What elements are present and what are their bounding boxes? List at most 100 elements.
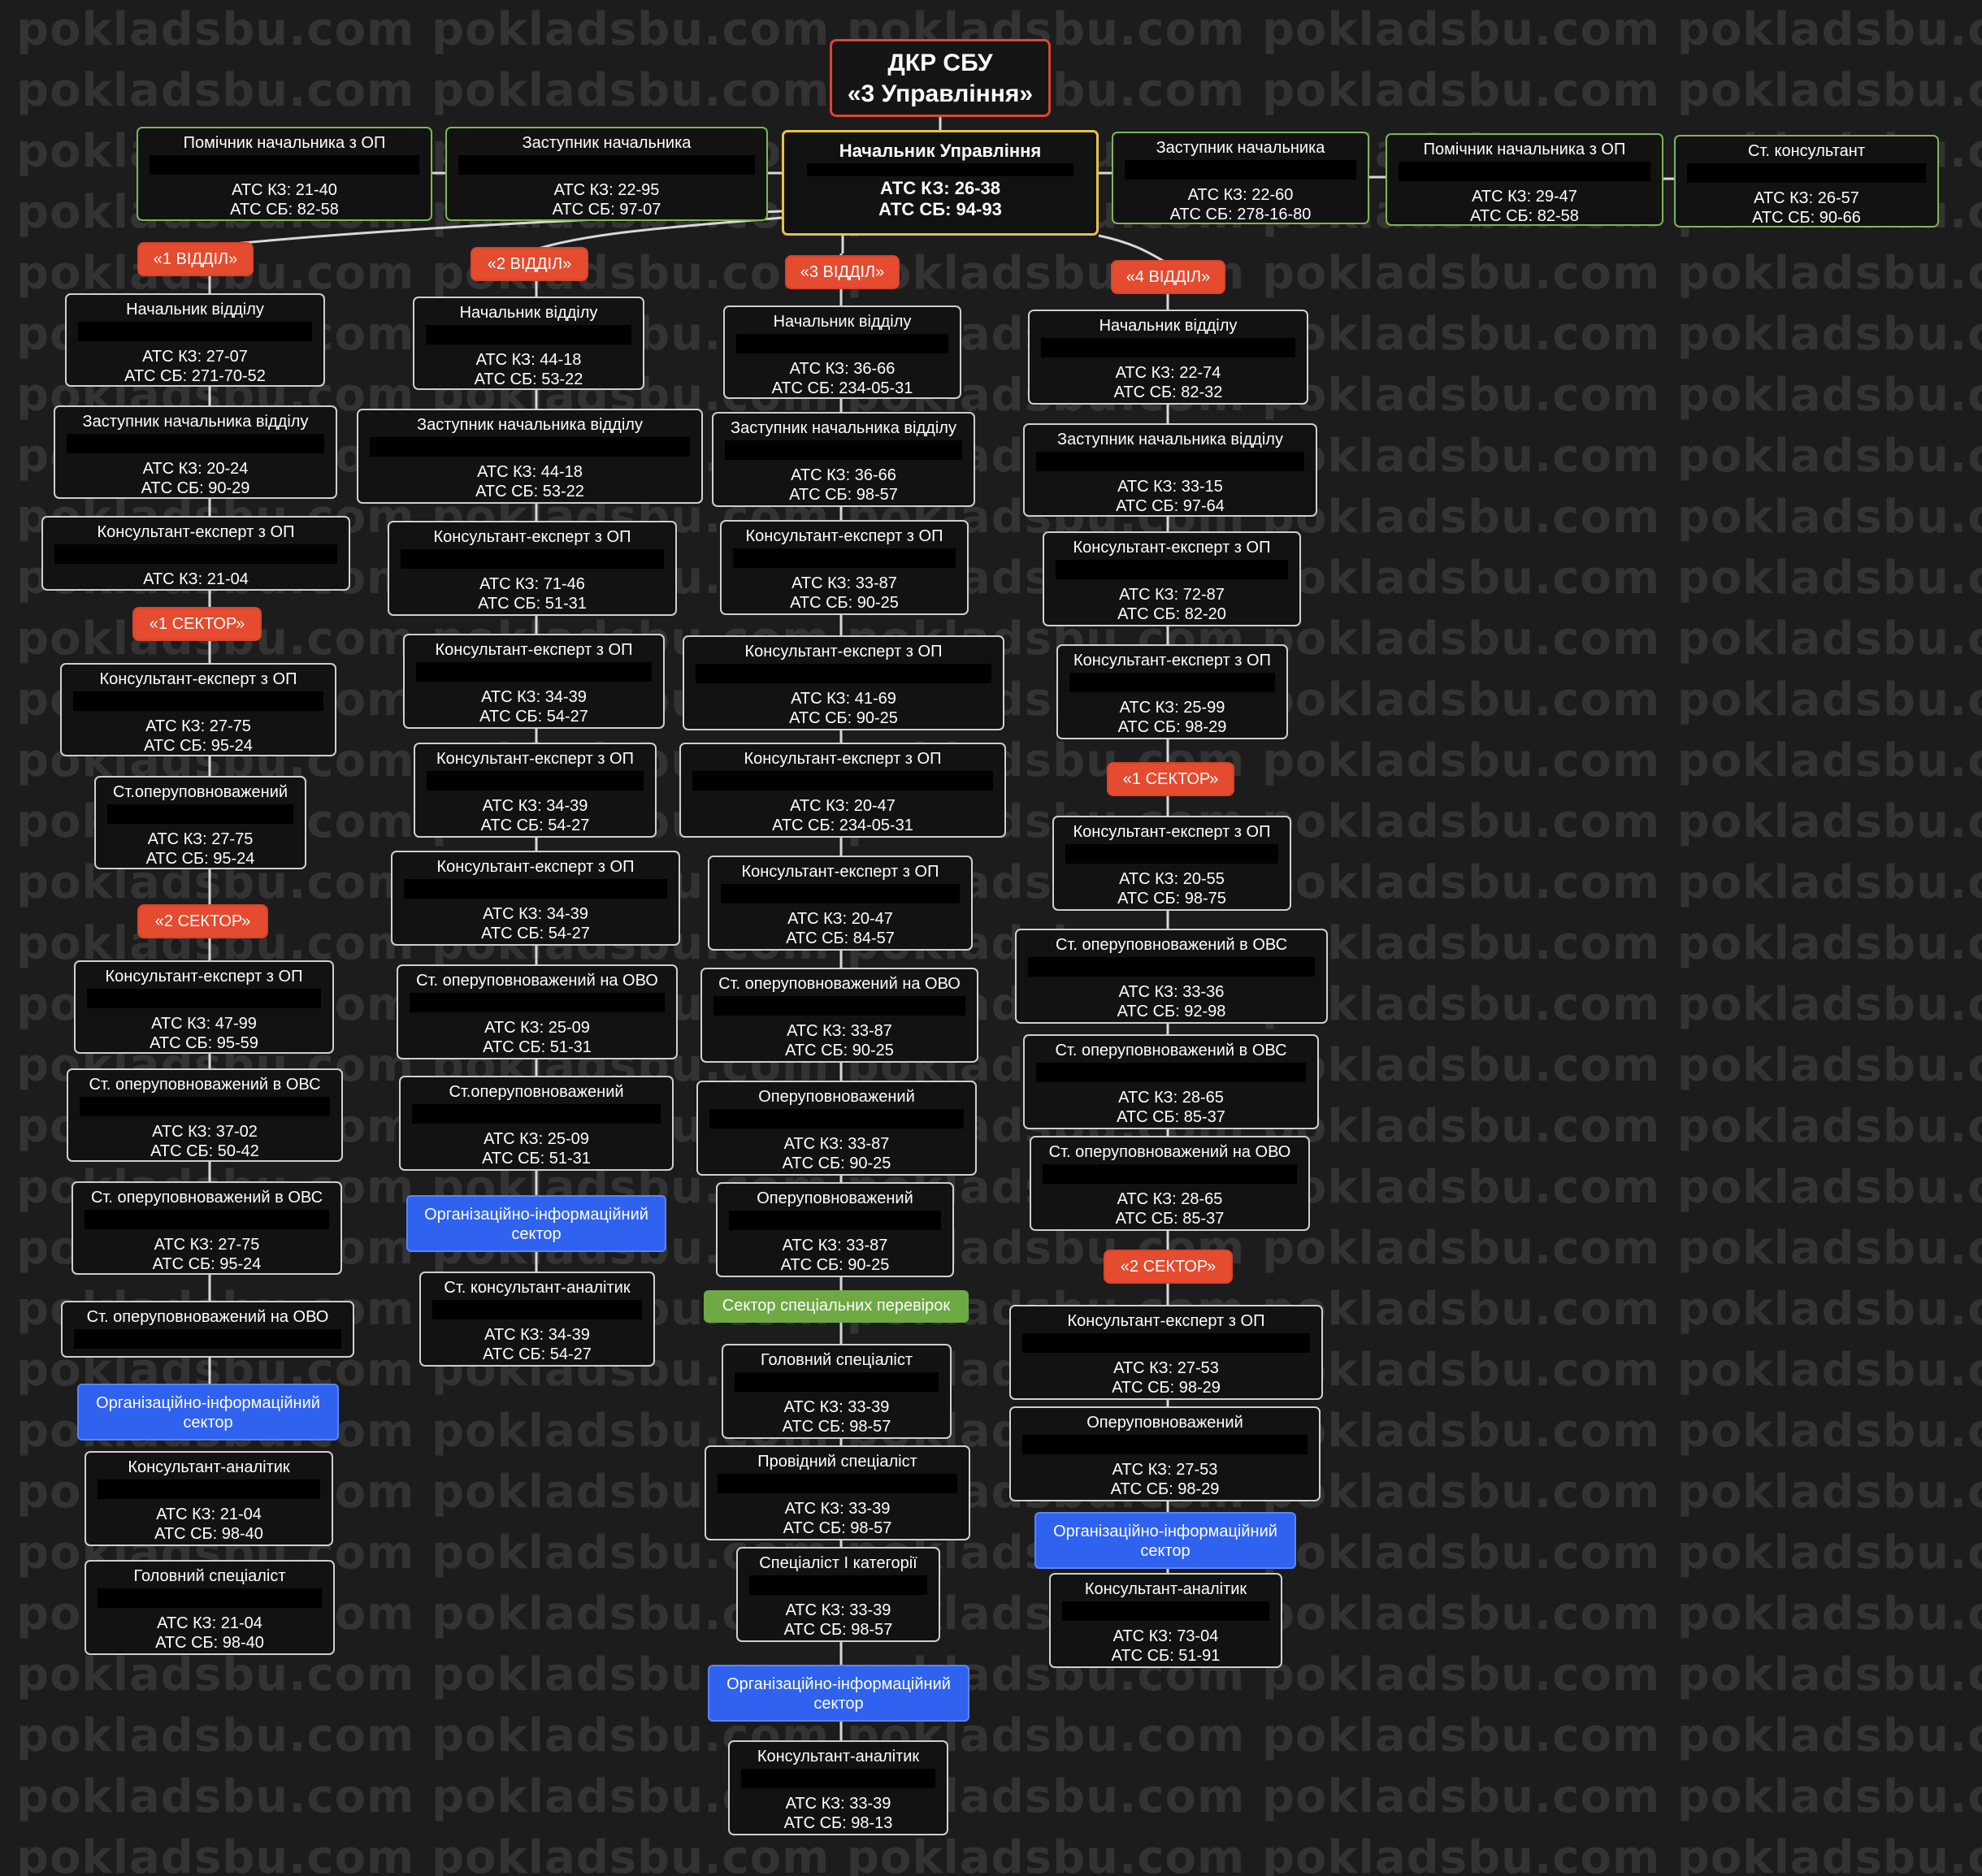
redacted-name	[1069, 673, 1275, 692]
node-sb: АТС СБ: 234-05-31	[771, 379, 913, 397]
col1-node[interactable]: Ст. оперуповноважений в ОВС АТС КЗ: 37-0…	[67, 1068, 343, 1162]
col3-node[interactable]: Консультант-експерт з ОП АТС КЗ: 20-47 А…	[708, 856, 973, 951]
col2-node[interactable]: Ст.оперуповноважений АТС КЗ: 25-09 АТС С…	[399, 1076, 674, 1171]
col3-node[interactable]: Консультант-аналітик АТС КЗ: 33-39 АТС С…	[728, 1740, 948, 1835]
node-title: Помічник начальника з ОП	[183, 134, 386, 152]
org-info-sector[interactable]: Організаційно-інформаційний сектор	[77, 1384, 339, 1441]
node-title: Консультант-аналітик	[757, 1748, 920, 1766]
col2-node[interactable]: Консультант-експерт з ОП АТС КЗ: 34-39 А…	[414, 743, 657, 838]
node-kz: АТС КЗ: 72-87	[1119, 586, 1225, 604]
col4-node[interactable]: Оперуповноважений АТС КЗ: 27-53 АТС СБ: …	[1009, 1406, 1321, 1501]
org-info-sector[interactable]: Організаційно-інформаційний сектор	[1034, 1512, 1296, 1569]
col1-node[interactable]: Консультант-експерт з ОП АТС КЗ: 27-75 А…	[60, 663, 336, 756]
node-title: Ст. оперуповноважений на ОВО	[1048, 1143, 1291, 1161]
col3-node[interactable]: Консультант-експерт з ОП АТС КЗ: 33-87 А…	[720, 520, 969, 615]
redacted-name	[1043, 1164, 1297, 1184]
node-title: Помічник начальника з ОП	[1423, 141, 1626, 158]
col4-node[interactable]: Заступник начальника відділу АТС КЗ: 33-…	[1023, 423, 1317, 517]
col3-node[interactable]: Консультант-експерт з ОП АТС КЗ: 41-69 А…	[683, 635, 1004, 730]
node-title: Головний спеціаліст	[760, 1351, 913, 1369]
node-kz: АТС КЗ: 22-95	[553, 181, 660, 199]
redacted-name	[1065, 844, 1278, 864]
col1-node[interactable]: Ст. оперуповноважений на ОВО	[61, 1301, 354, 1358]
col3-node[interactable]: Спеціаліст І категорії АТС КЗ: 33-39 АТС…	[736, 1547, 940, 1642]
org-info-sector[interactable]: Організаційно-інформаційний сектор	[708, 1665, 969, 1722]
node-kz: АТС КЗ: 33-39	[785, 1795, 891, 1813]
deputy-node[interactable]: Помічник начальника з ОП АТС КЗ: 29-47 А…	[1386, 133, 1663, 226]
tag-department-4[interactable]: «4 ВІДДІЛ»	[1112, 262, 1224, 292]
col4-node[interactable]: Ст. оперуповноважений на ОВО АТС КЗ: 28-…	[1030, 1136, 1310, 1231]
col2-node[interactable]: Консультант-експерт з ОП АТС КЗ: 34-39 А…	[391, 851, 680, 946]
col1-node[interactable]: Ст.оперуповноважений АТС КЗ: 27-75 АТС С…	[94, 776, 306, 869]
col2-node[interactable]: Консультант-експерт з ОП АТС КЗ: 34-39 А…	[403, 634, 665, 729]
col3-node[interactable]: Консультант-експерт з ОП АТС КЗ: 20-47 А…	[679, 743, 1006, 838]
redacted-name	[729, 1211, 941, 1230]
col3-node[interactable]: Провідний спеціаліст АТС КЗ: 33-39 АТС С…	[705, 1445, 970, 1540]
col4-node[interactable]: Консультант-експерт з ОП АТС КЗ: 27-53 А…	[1009, 1305, 1323, 1400]
node-kz: АТС КЗ: 33-87	[791, 574, 897, 592]
node-title: Ст. оперуповноважений в ОВС	[1055, 936, 1288, 954]
col4-node[interactable]: Консультант-експерт з ОП АТС КЗ: 20-55 А…	[1052, 816, 1291, 911]
tag-sector-1[interactable]: «1 СЕКТОР»	[134, 609, 260, 639]
node-sb: АТС СБ: 97-07	[552, 201, 661, 219]
col3-node[interactable]: Начальник відділу АТС КЗ: 36-66 АТС СБ: …	[723, 305, 961, 399]
org-info-sector-line2: сектор	[1140, 1542, 1191, 1560]
col1-node[interactable]: Консультант-аналітик АТС КЗ: 21-04 АТС С…	[85, 1451, 333, 1546]
node-kz: АТС КЗ: 73-04	[1112, 1627, 1219, 1645]
col2-node[interactable]: Ст. консультант-аналітик АТС КЗ: 34-39 А…	[419, 1272, 655, 1367]
tag-department-2[interactable]: «2 ВІДДІЛ»	[472, 249, 587, 279]
col3-node[interactable]: Оперуповноважений АТС КЗ: 33-87 АТС СБ: …	[716, 1182, 954, 1277]
col1-node[interactable]: Начальник відділу АТС КЗ: 27-07 АТС СБ: …	[65, 293, 325, 387]
node-title: Консультант-експерт з ОП	[105, 968, 303, 986]
node-kz: АТС КЗ: 26-38	[880, 178, 1000, 198]
col1-node[interactable]: Ст. оперуповноважений в ОВС АТС КЗ: 27-7…	[72, 1181, 342, 1275]
col1-node[interactable]: Заступник начальника відділу АТС КЗ: 20-…	[54, 405, 337, 499]
col4-node[interactable]: Консультант-експерт з ОП АТС КЗ: 25-99 А…	[1056, 644, 1288, 739]
col1-node[interactable]: Головний спеціаліст АТС КЗ: 21-04 АТС СБ…	[85, 1560, 335, 1655]
node-sb: АТС СБ: 82-58	[230, 201, 339, 219]
col2-node[interactable]: Заступник начальника відділу АТС КЗ: 44-…	[357, 409, 703, 504]
org-info-sector-line1: Організаційно-інформаційний	[726, 1675, 951, 1693]
node-sb: АТС СБ: 84-57	[786, 929, 895, 947]
col4-node[interactable]: Ст. оперуповноважений в ОВС АТС КЗ: 28-6…	[1023, 1034, 1319, 1129]
col2-node[interactable]: Консультант-експерт з ОП АТС КЗ: 71-46 А…	[388, 521, 677, 616]
col3-node[interactable]: Заступник начальника відділу АТС КЗ: 36-…	[712, 412, 975, 507]
col4-node[interactable]: Ст. оперуповноважений в ОВС АТС КЗ: 33-3…	[1015, 929, 1328, 1024]
tag-sector-2[interactable]: «2 СЕКТОР»	[139, 906, 267, 937]
node-title: Консультант-експерт з ОП	[1073, 539, 1271, 557]
redacted-name	[1041, 338, 1295, 357]
tag-department-1[interactable]: «1 ВІДДІЛ»	[139, 244, 252, 275]
tag-sector-1[interactable]: «1 СЕКТОР»	[1108, 764, 1233, 795]
deputy-node[interactable]: Заступник начальника АТС КЗ: 22-60 АТС С…	[1112, 132, 1369, 224]
node-kz: АТС КЗ: 34-39	[481, 688, 587, 706]
top-node[interactable]: ДКР СБУ «3 Управління»	[830, 39, 1051, 117]
node-sb: АТС СБ: 51-31	[478, 595, 587, 613]
redacted-name	[98, 1480, 320, 1499]
org-info-sector[interactable]: Організаційно-інформаційний сектор	[406, 1195, 666, 1252]
col4-node[interactable]: Консультант-аналітик АТС КЗ: 73-04 АТС С…	[1049, 1573, 1282, 1668]
special-checks-sector[interactable]: Сектор спеціальних перевірок	[704, 1290, 969, 1323]
col4-node[interactable]: Начальник відділу АТС КЗ: 22-74 АТС СБ: …	[1028, 310, 1308, 405]
node-sb: АТС СБ: 94-93	[878, 199, 1002, 219]
tag-sector-2[interactable]: «2 СЕКТОР»	[1105, 1251, 1231, 1282]
redacted-name	[807, 163, 1073, 176]
col1-node[interactable]: Консультант-експерт з ОП АТС КЗ: 21-04	[41, 516, 350, 591]
node-title: Оперуповноважений	[757, 1189, 913, 1207]
col3-node[interactable]: Ст. оперуповноважений на ОВО АТС КЗ: 33-…	[700, 968, 978, 1063]
node-title: Заступник начальника відділу	[82, 413, 309, 431]
node-kz: АТС КЗ: 27-07	[142, 348, 248, 366]
deputy-node[interactable]: Помічник начальника з ОП АТС КЗ: 21-40 А…	[137, 127, 432, 221]
head-node[interactable]: Начальник Управління АТС КЗ: 26-38 АТС С…	[782, 130, 1099, 236]
node-sb: АТС СБ: 53-22	[474, 370, 583, 388]
deputy-node[interactable]: Ст. консультант АТС КЗ: 26-57 АТС СБ: 90…	[1674, 135, 1939, 227]
col4-node[interactable]: Консультант-експерт з ОП АТС КЗ: 72-87 А…	[1043, 531, 1301, 626]
col3-node[interactable]: Головний спеціаліст АТС КЗ: 33-39 АТС СБ…	[722, 1344, 952, 1439]
node-title: Консультант-експерт з ОП	[741, 863, 939, 881]
col2-node[interactable]: Ст. оперуповноважений на ОВО АТС КЗ: 25-…	[397, 964, 678, 1059]
deputy-node[interactable]: Заступник начальника АТС КЗ: 22-95 АТС С…	[445, 127, 768, 221]
col1-node[interactable]: Консультант-експерт з ОП АТС КЗ: 47-99 А…	[74, 960, 334, 1054]
tag-department-3[interactable]: «3 ВІДДІЛ»	[787, 257, 898, 288]
redacted-name	[733, 548, 956, 568]
col2-node[interactable]: Начальник відділу АТС КЗ: 44-18 АТС СБ: …	[413, 297, 644, 390]
col3-node[interactable]: Оперуповноважений АТС КЗ: 33-87 АТС СБ: …	[696, 1081, 977, 1176]
